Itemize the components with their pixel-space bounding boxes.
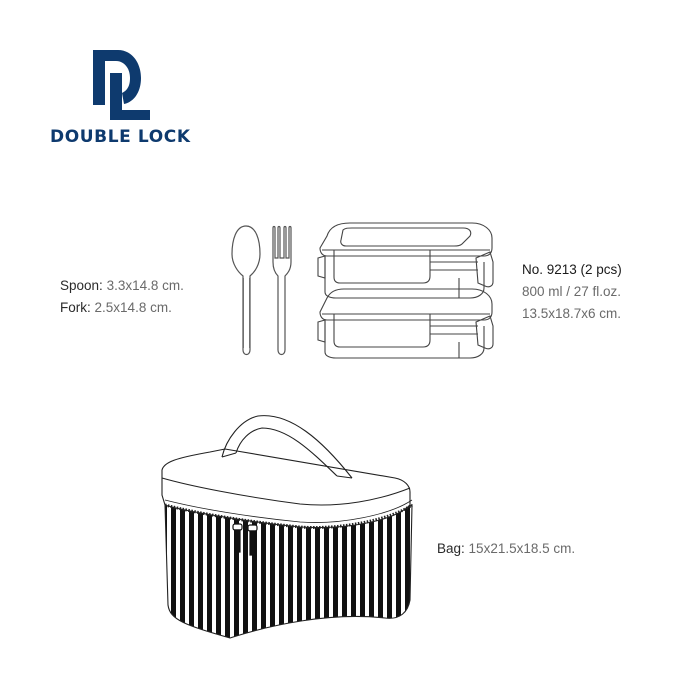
- bag-value: 15x21.5x18.5 cm.: [468, 541, 576, 556]
- spoon-value: 3.3x14.8 cm.: [106, 278, 184, 293]
- fork-spec: Fork: 2.5x14.8 cm.: [60, 297, 184, 319]
- container-specs: No. 9213 (2 pcs) 800 ml / 27 fl.oz. 13.5…: [522, 259, 622, 325]
- container-dimensions: 13.5x18.7x6 cm.: [522, 306, 622, 321]
- fork-value: 2.5x14.8 cm.: [94, 300, 172, 315]
- spoon-spec: Spoon: 3.3x14.8 cm.: [60, 275, 184, 297]
- zipper-pull-icon: [232, 523, 258, 556]
- bag-spec: Bag: 15x21.5x18.5 cm.: [437, 538, 575, 560]
- fork-label: Fork:: [60, 300, 91, 315]
- container-capacity: 800 ml / 27 fl.oz.: [522, 284, 622, 299]
- bag-label: Bag:: [437, 541, 465, 556]
- container-model: No. 9213 (2 pcs): [522, 262, 622, 277]
- brand-name: DOUBLE LOCK: [50, 127, 191, 147]
- cutlery-specs: Spoon: 3.3x14.8 cm. Fork: 2.5x14.8 cm.: [60, 275, 184, 319]
- spoon-label: Spoon:: [60, 278, 103, 293]
